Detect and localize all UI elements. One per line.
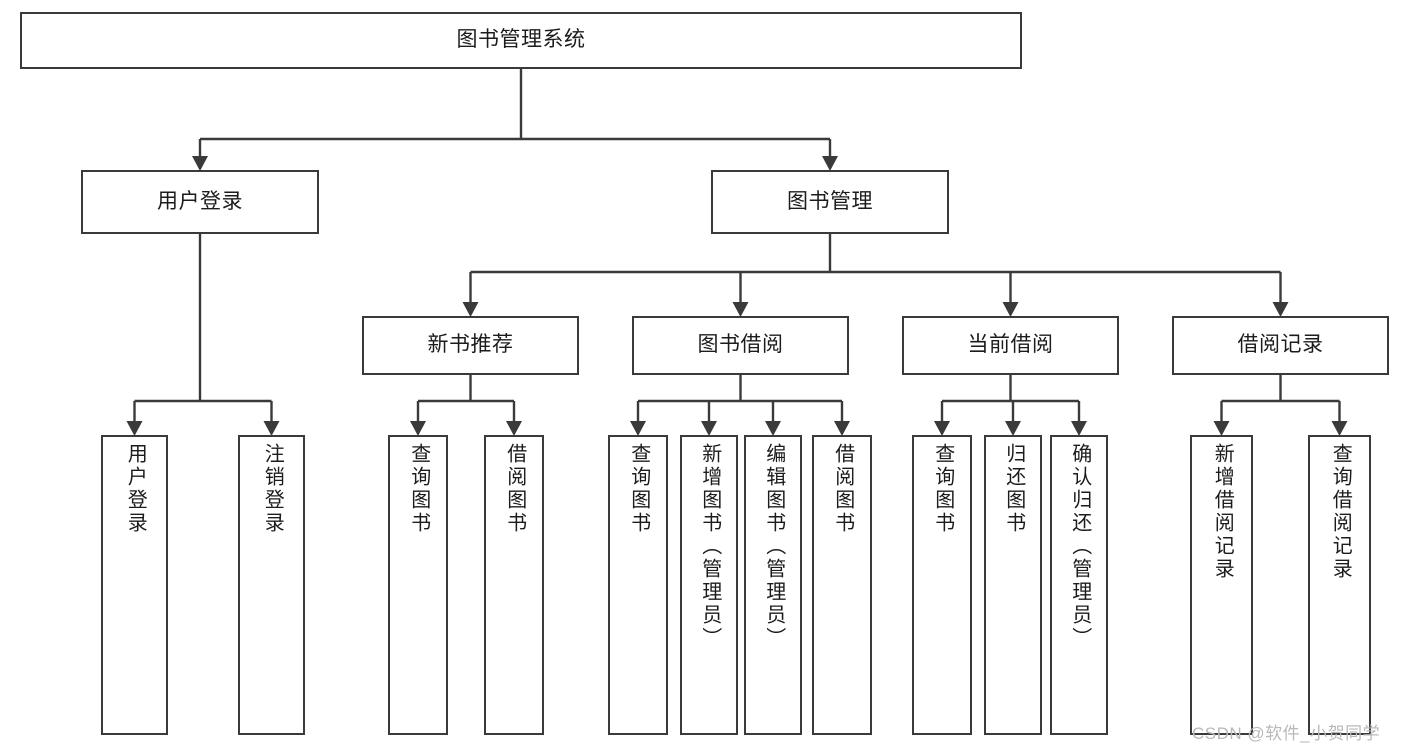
node-leaf-confirm-return[interactable]: 确认归还（管理员） [1050,435,1108,735]
node-leaf-borrow-book-1-label: 借阅图书 [503,443,526,535]
arrowhead [126,421,143,436]
node-leaf-query-book-2[interactable]: 查询图书 [608,435,668,735]
node-leaf-confirm-return-label: 确认归还（管理员） [1068,443,1091,650]
node-leaf-return-book[interactable]: 归还图书 [984,435,1042,735]
node-leaf-borrow-book-2[interactable]: 借阅图书 [812,435,872,735]
arrowhead [410,421,426,436]
node-leaf-query-record[interactable]: 查询借阅记录 [1308,435,1371,735]
watermark-label: CSDN @软件_小贺同学 [1192,724,1381,743]
node-book-borrow[interactable]: 图书借阅 [632,316,849,375]
node-leaf-query-book-1-label: 查询图书 [407,443,430,535]
arrowhead [732,302,749,317]
node-leaf-add-book-label: 新增图书（管理员） [698,443,721,650]
arrowhead [1071,421,1087,436]
arrowhead [1331,421,1348,436]
node-current-borrow-label: 当前借阅 [967,333,1054,357]
node-leaf-query-book-1[interactable]: 查询图书 [388,435,448,735]
arrowhead [462,302,479,317]
node-leaf-query-book-3[interactable]: 查询图书 [912,435,972,735]
node-leaf-return-book-label: 归还图书 [1002,443,1025,535]
node-leaf-user-login-label: 用户登录 [124,443,147,535]
node-current-borrow[interactable]: 当前借阅 [902,316,1119,375]
node-leaf-logout[interactable]: 注销登录 [238,435,305,735]
node-leaf-borrow-book-2-label: 借阅图书 [831,443,854,535]
arrowhead [192,156,208,171]
node-user-login-label: 用户登录 [157,189,243,213]
node-leaf-query-book-2-label: 查询图书 [627,443,650,535]
node-leaf-query-book-3-label: 查询图书 [931,443,954,535]
arrowhead [701,421,717,436]
node-borrow-record[interactable]: 借阅记录 [1172,316,1389,375]
node-leaf-borrow-book-1[interactable]: 借阅图书 [484,435,544,735]
node-borrow-record-label: 借阅记录 [1237,333,1324,357]
node-root-label: 图书管理系统 [456,28,586,52]
node-leaf-logout-label: 注销登录 [261,443,284,535]
node-book-borrow-label: 图书借阅 [697,333,784,357]
node-leaf-add-record-label: 新增借阅记录 [1211,443,1234,581]
node-root[interactable]: 图书管理系统 [20,12,1022,69]
arrowhead [1005,421,1021,436]
node-leaf-query-record-label: 查询借阅记录 [1329,443,1352,581]
arrowhead [1272,302,1289,317]
node-new-book-rec-label: 新书推荐 [427,333,514,357]
node-user-login[interactable]: 用户登录 [81,170,319,234]
arrowhead [822,156,838,171]
arrowhead [765,421,781,436]
node-leaf-user-login[interactable]: 用户登录 [101,435,168,735]
node-book-manage[interactable]: 图书管理 [711,170,949,234]
arrowhead [630,421,646,436]
node-leaf-add-book[interactable]: 新增图书（管理员） [680,435,738,735]
node-new-book-rec[interactable]: 新书推荐 [362,316,579,375]
arrowhead [834,421,850,436]
node-leaf-edit-book[interactable]: 编辑图书（管理员） [744,435,802,735]
arrowhead [506,421,522,436]
arrowhead [263,421,280,436]
arrowhead [934,421,950,436]
arrowhead [1213,421,1230,436]
node-leaf-edit-book-label: 编辑图书（管理员） [762,443,785,650]
node-leaf-add-record[interactable]: 新增借阅记录 [1190,435,1253,735]
node-book-manage-label: 图书管理 [787,189,873,213]
arrowhead [1002,302,1019,317]
